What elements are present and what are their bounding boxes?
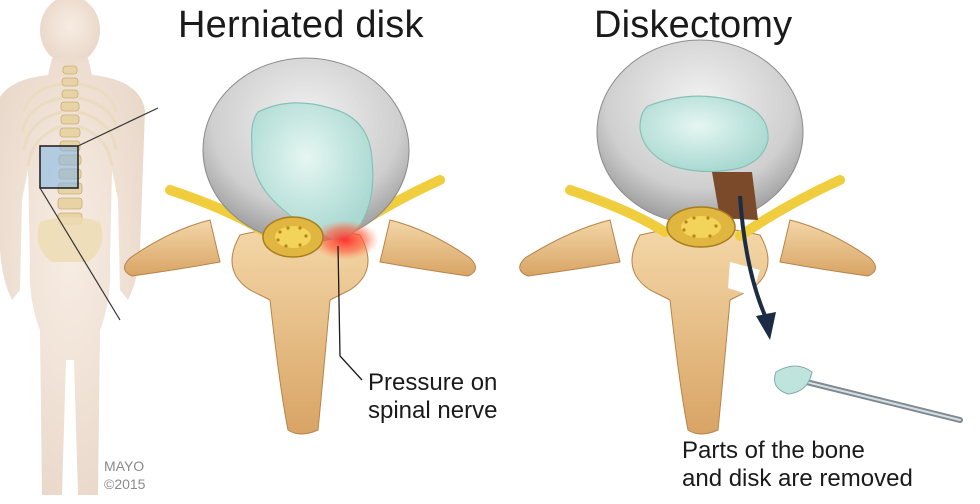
diskectomy-vertebra bbox=[519, 39, 963, 435]
label-removed-line2: and disk are removed bbox=[682, 465, 913, 492]
highlight-box bbox=[39, 145, 79, 189]
credit-org: MAYO bbox=[104, 458, 145, 474]
label-pressure-line2: spinal nerve bbox=[368, 397, 498, 424]
label-pressure-line1: Pressure on bbox=[368, 369, 498, 396]
label-removed-line1: Parts of the bone bbox=[682, 437, 865, 464]
title-herniated-disk: Herniated disk bbox=[178, 4, 424, 46]
credit-year: ©2015 bbox=[104, 476, 146, 492]
herniated-vertebra bbox=[124, 57, 476, 435]
human-figure bbox=[0, 0, 159, 495]
title-diskectomy: Diskectomy bbox=[594, 4, 793, 46]
